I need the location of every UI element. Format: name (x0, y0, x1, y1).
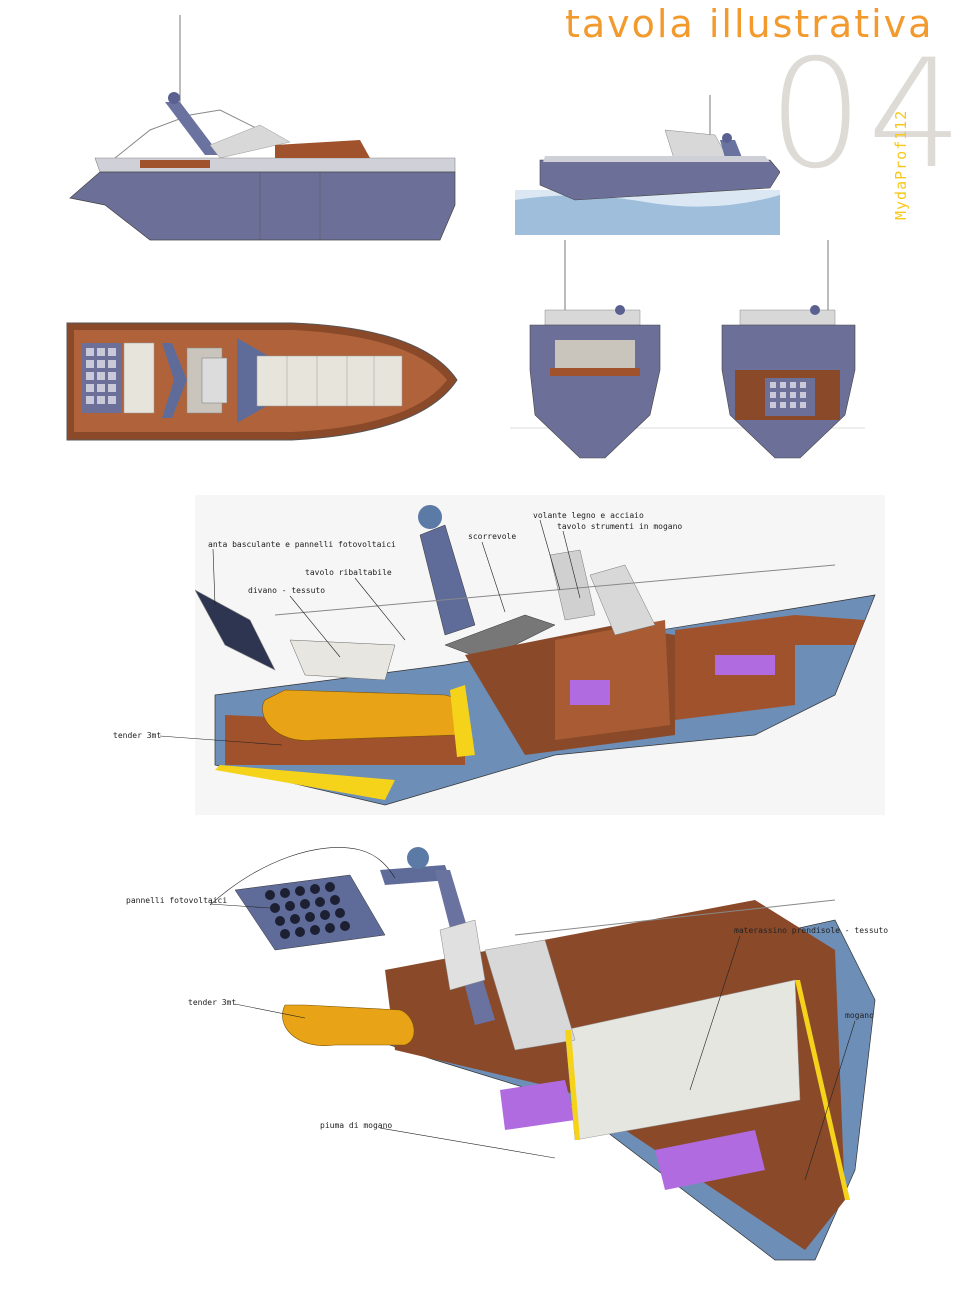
label-mogano: mogano (845, 1011, 874, 1020)
lower-cutaway-drawing (235, 847, 876, 1261)
label-scorrevole: scorrevole (468, 532, 517, 541)
label-tender-upper: tender 3mt (113, 731, 162, 740)
label-piuma: piuma di mogano (320, 1121, 393, 1130)
side-view-water-drawing (515, 95, 780, 235)
upper-cutaway-drawing (195, 495, 885, 815)
label-divano: divano - tessuto (248, 586, 326, 595)
sheet-title: tavola illustrativa (565, 2, 934, 46)
plan-view-drawing (66, 322, 458, 441)
front-views-drawing (510, 240, 865, 459)
label-tender-lower: tender 3mt (188, 998, 237, 1007)
label-tavolo-strumenti: tavolo strumenti in mogano (557, 522, 683, 531)
side-view-drawing (69, 15, 456, 241)
label-materassino: materassino prendisole - tessuto (734, 926, 889, 935)
label-pannelli: pannelli fotovoltaici (126, 896, 228, 905)
sheet-number: 04 (768, 28, 960, 202)
label-tavolo-ribaltabile: tavolo ribaltabile (305, 568, 392, 577)
label-volante: volante legno e acciaio (533, 511, 644, 520)
label-anta: anta basculante e pannelli fotovoltaici (208, 540, 396, 549)
